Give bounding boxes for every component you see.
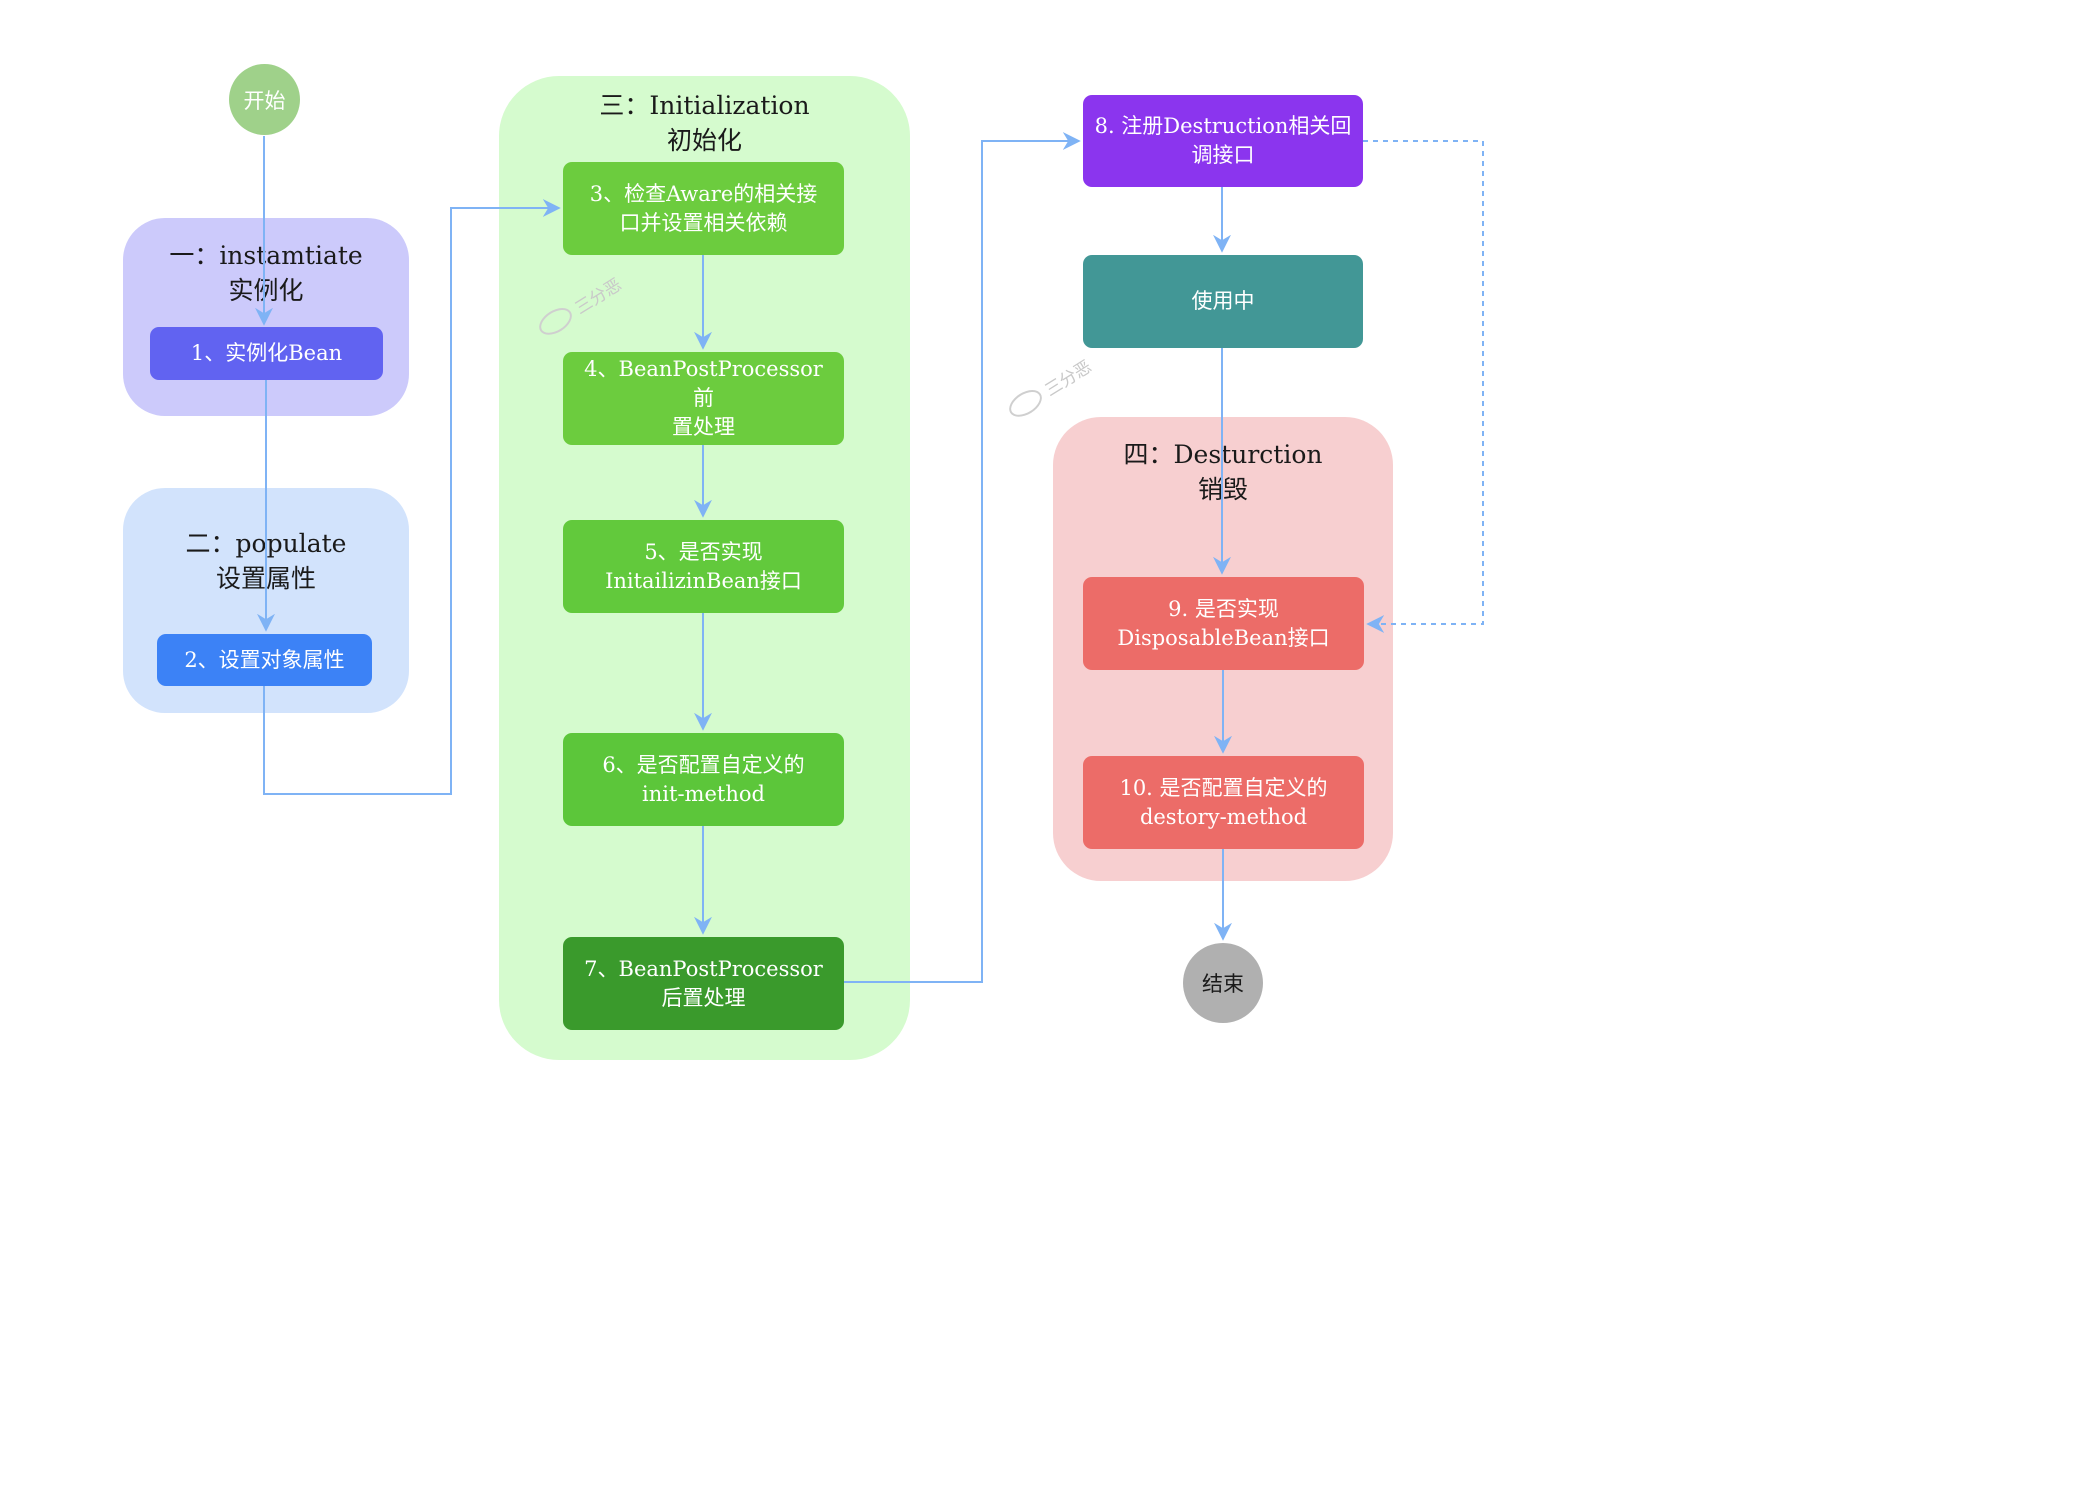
step-7-label-line2: 后置处理 bbox=[661, 985, 746, 1010]
step-5-label-line1: 5、是否实现 bbox=[644, 539, 763, 564]
step-9-label-line1: 9. 是否实现 bbox=[1168, 596, 1279, 621]
step-4-bean-post-processor-before: 4、BeanPostProcessor 前 置处理 bbox=[563, 352, 844, 445]
step-8-label-line2: 调接口 bbox=[1191, 143, 1255, 167]
arrow-step8-to-step9-dashed bbox=[1363, 140, 1484, 633]
group-initialization-title: 三：Initialization 初始化 bbox=[499, 88, 910, 158]
step-10-label-line1: 10. 是否配置自定义的 bbox=[1119, 775, 1328, 800]
step-9-label-line2: DisposableBean接口 bbox=[1117, 625, 1330, 650]
group-instantiate-title-line2: 实例化 bbox=[228, 276, 304, 305]
step-8-label-line1: 8. 注册Destruction相关回 bbox=[1094, 114, 1352, 138]
step-8-register-destruction-callbacks: 8. 注册Destruction相关回 调接口 bbox=[1083, 95, 1363, 187]
step-4-label-line1: 4、BeanPostProcessor 前 bbox=[584, 357, 823, 410]
arrow-step2-to-step3 bbox=[263, 199, 561, 795]
step-2-set-properties: 2、设置对象属性 bbox=[157, 634, 372, 686]
step-3-label-line1: 3、检查Aware的相关接 bbox=[589, 181, 818, 206]
group-initialization-title-line2: 初始化 bbox=[666, 126, 742, 155]
group-initialization-title-line1: 三：Initialization bbox=[599, 91, 810, 120]
step-6-label-line1: 6、是否配置自定义的 bbox=[602, 752, 805, 777]
step-4-label-line2: 置处理 bbox=[672, 415, 735, 439]
step-1-label: 1、实例化Bean bbox=[190, 341, 343, 365]
step-3-label-line2: 口并设置相关依赖 bbox=[619, 210, 788, 235]
in-use-label: 使用中 bbox=[1191, 289, 1255, 313]
step-6-init-method: 6、是否配置自定义的 init-method bbox=[563, 733, 844, 826]
group-instantiate-title-line1: 一：instamtiate bbox=[169, 241, 363, 270]
group-instantiate-title: 一：instamtiate 实例化 bbox=[123, 238, 409, 308]
connector-layer bbox=[255, 132, 1484, 983]
step-7-label-line1: 7、BeanPostProcessor bbox=[584, 956, 823, 981]
step-1-instantiate-bean: 1、实例化Bean bbox=[150, 327, 383, 380]
step-6-label-line2: init-method bbox=[642, 781, 765, 806]
start-node: 开始 bbox=[229, 64, 300, 135]
step-5-label-line2: InitailizinBean接口 bbox=[605, 568, 802, 593]
step-5-initializing-bean: 5、是否实现 InitailizinBean接口 bbox=[563, 520, 844, 613]
step-7-bean-post-processor-after: 7、BeanPostProcessor 后置处理 bbox=[563, 937, 844, 1030]
in-use-node: 使用中 bbox=[1083, 255, 1363, 348]
end-label: 结束 bbox=[1202, 972, 1244, 996]
step-2-label: 2、设置对象属性 bbox=[184, 647, 345, 672]
start-label: 开始 bbox=[243, 88, 286, 113]
step-9-disposable-bean: 9. 是否实现 DisposableBean接口 bbox=[1083, 577, 1364, 670]
end-node: 结束 bbox=[1183, 943, 1263, 1023]
step-10-destroy-method: 10. 是否配置自定义的 destory-method bbox=[1083, 756, 1364, 849]
step-3-aware-check: 3、检查Aware的相关接 口并设置相关依赖 bbox=[563, 162, 844, 255]
arrow-step7-to-step8 bbox=[844, 132, 1081, 983]
step-10-label-line2: destory-method bbox=[1139, 804, 1308, 829]
